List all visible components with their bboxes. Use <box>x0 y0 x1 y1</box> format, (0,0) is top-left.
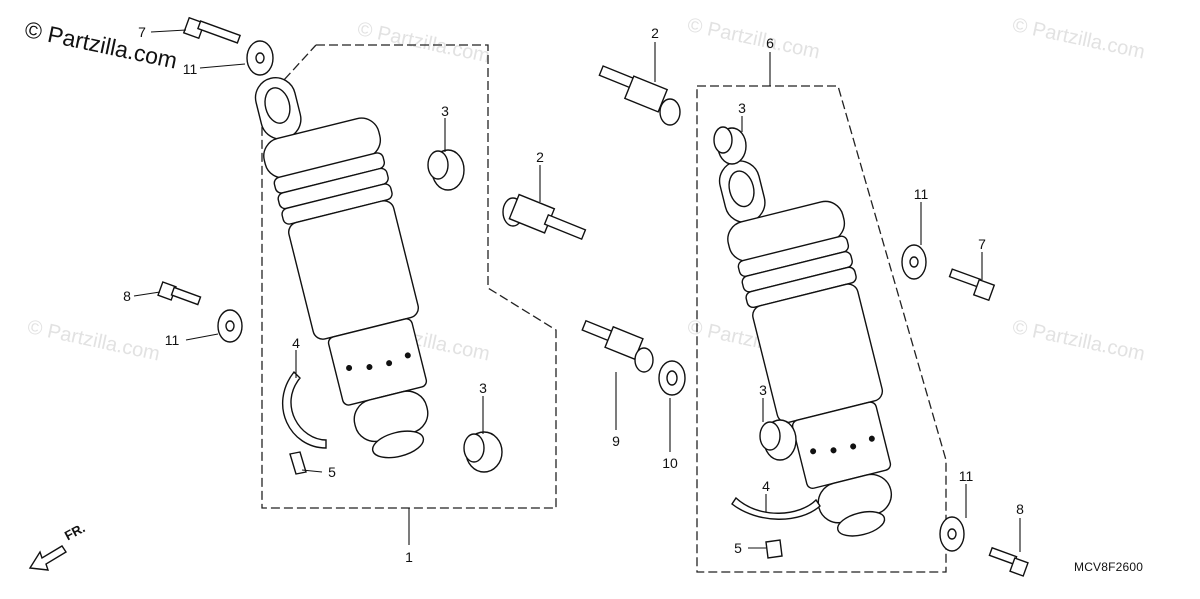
front-direction-arrow-icon <box>28 545 67 571</box>
band-4-left <box>282 370 327 449</box>
pin-9 <box>581 319 654 373</box>
bolt-7-upper-left <box>182 16 241 44</box>
bushing-lower-left <box>463 431 503 473</box>
leader-lines <box>133 29 1021 552</box>
bolt-8-right <box>988 546 1029 577</box>
washer-11-lower-right <box>939 516 965 552</box>
callout-10: 10 <box>662 455 678 471</box>
bolt-7-right <box>948 268 996 302</box>
callout-11: 11 <box>165 332 180 348</box>
callout-11: 11 <box>183 61 198 77</box>
bushing-lower-right <box>759 419 797 461</box>
assembly-frame-left <box>261 44 557 509</box>
callout-1: 1 <box>405 549 413 565</box>
assembly-frame-right <box>696 85 947 573</box>
shock-absorber-left <box>254 77 429 459</box>
callout-11: 11 <box>914 186 929 202</box>
callout-11: 11 <box>959 468 974 484</box>
washer-11-left <box>217 309 243 343</box>
pin-2-center-left <box>502 193 587 241</box>
callout-3: 3 <box>759 382 767 398</box>
washer-11-upper-right <box>901 244 927 280</box>
shock-absorber-right <box>718 160 893 537</box>
callout-5: 5 <box>734 540 742 556</box>
callout-3: 3 <box>479 380 487 396</box>
washer-10 <box>658 360 686 396</box>
washer-11-upper-left <box>246 40 274 76</box>
callout-3: 3 <box>738 100 746 116</box>
callout-2: 2 <box>651 25 659 41</box>
callout-8: 8 <box>1016 501 1024 517</box>
bushing-upper-right <box>713 126 747 165</box>
callout-2: 2 <box>536 149 544 165</box>
clip-5-left <box>289 451 307 475</box>
callout-3: 3 <box>441 103 449 119</box>
band-4-right <box>731 496 821 520</box>
callout-9: 9 <box>612 433 620 449</box>
callout-5: 5 <box>328 464 336 480</box>
drawing-code: MCV8F2600 <box>1074 560 1144 574</box>
clip-5-right <box>765 539 783 559</box>
callout-6: 6 <box>766 35 774 51</box>
pin-2-upper-right <box>598 65 681 126</box>
callout-7: 7 <box>978 236 986 252</box>
callout-8: 8 <box>123 288 131 304</box>
callout-7: 7 <box>138 24 146 40</box>
bushing-upper-left <box>427 149 465 191</box>
bolt-8-left <box>157 281 202 306</box>
callout-4: 4 <box>292 335 300 351</box>
callout-4: 4 <box>762 478 770 494</box>
